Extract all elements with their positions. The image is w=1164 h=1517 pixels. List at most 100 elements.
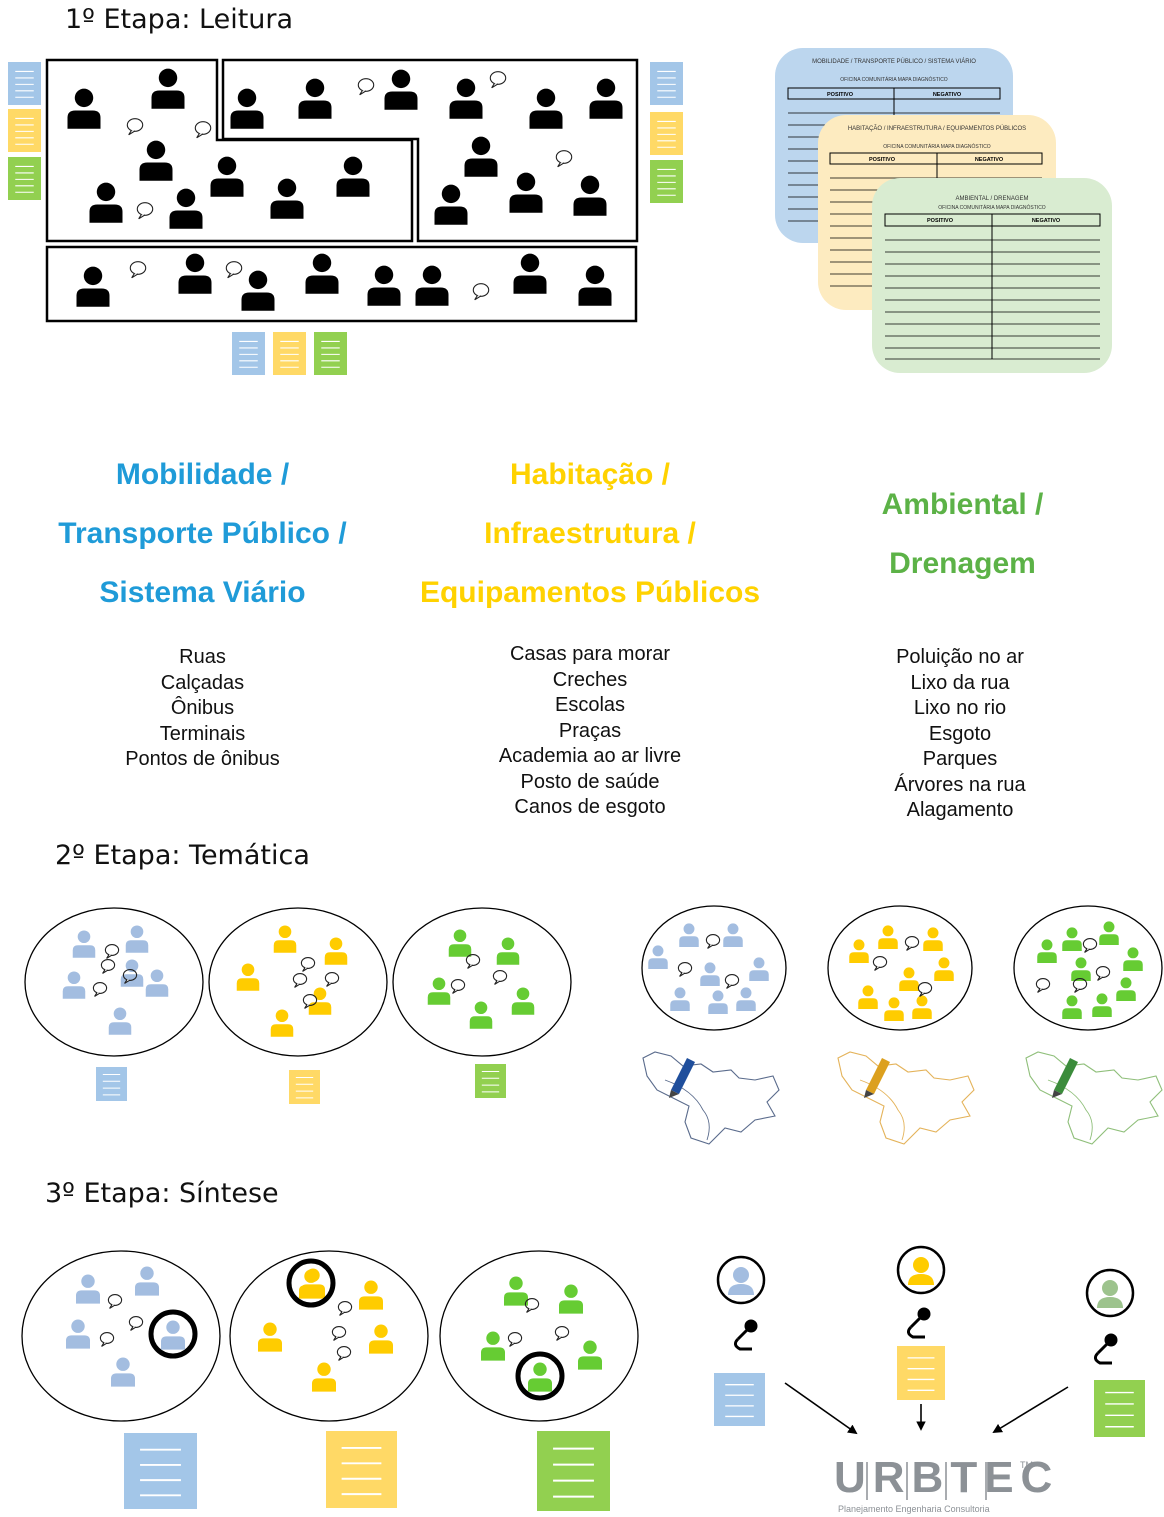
speech-bubble-icon [128, 1316, 144, 1331]
person-icon [270, 1009, 294, 1037]
logo-tagline: Planejamento Engenharia Consultoria [838, 1504, 990, 1514]
person-icon [76, 1274, 100, 1304]
pen-icon [1052, 1058, 1078, 1098]
logo-tm: TM [1020, 1460, 1033, 1470]
person-icon [1062, 995, 1082, 1020]
list-item: Casas para morar [509, 643, 671, 665]
speech-bubble-icon [492, 970, 508, 985]
urbtec-logo: URBTEC TM Planejamento Engenharia Consul… [834, 1453, 1052, 1514]
sticky-note-icon [124, 1433, 197, 1509]
list-item: Pontos de ônibus [125, 748, 280, 770]
person-icon [369, 1324, 393, 1354]
speech-bubble-icon [872, 956, 888, 971]
theme-title-line: Mobilidade / [115, 458, 290, 491]
person-icon [66, 1319, 90, 1349]
form-subtitle: OFICINA COMUNITÁRIA MAPA DIAGNÓSTICO [883, 143, 991, 150]
speech-bubble-icon [225, 261, 243, 279]
person-icon [849, 939, 869, 964]
person-icon [700, 962, 720, 987]
person-icon [236, 963, 260, 991]
speech-bubble-icon [450, 979, 466, 994]
form-col-negative: NEGATIVO [933, 92, 962, 98]
speech-bubble-icon [489, 71, 507, 89]
list-item: Praças [558, 719, 622, 742]
person-icon [504, 1276, 528, 1306]
person-icon [1116, 977, 1136, 1002]
person-icon [308, 987, 332, 1015]
speech-bubble-icon [292, 973, 308, 988]
list-item: Canos de esgoto [514, 796, 666, 818]
speech-bubble-icon [92, 982, 108, 997]
arrow-icon [992, 1386, 1069, 1433]
sticky-note-icon [8, 109, 41, 152]
list-item: Escolas [554, 694, 626, 716]
speech-bubble-icon [336, 1346, 352, 1361]
list-item: Esgoto [928, 722, 992, 745]
person-icon [481, 1331, 505, 1361]
person-icon [178, 253, 212, 294]
speech-bubble-icon [331, 1326, 347, 1341]
person-icon [708, 990, 728, 1015]
person-icon [415, 265, 449, 306]
person-icon [899, 967, 919, 992]
person-icon [469, 1001, 493, 1029]
theme-title-line: Habitação / [509, 458, 671, 491]
person-icon [573, 175, 607, 216]
person-icon [139, 140, 173, 181]
speech-bubble-icon [465, 954, 481, 969]
list-item: Lixo no rio [913, 697, 1007, 719]
form-col-negative: NEGATIVO [975, 157, 1004, 163]
person-icon [145, 969, 169, 997]
person-icon [434, 184, 468, 225]
speech-bubble-icon [1072, 978, 1088, 993]
person-icon [912, 995, 932, 1020]
sticky-note-icon [650, 160, 683, 203]
speaker-avatar [896, 1245, 946, 1295]
speech-bubble-icon [194, 121, 212, 139]
person-icon [135, 1266, 159, 1296]
person-icon [151, 68, 185, 109]
person-icon [448, 929, 472, 957]
person-icon [125, 925, 149, 953]
sticky-note-icon [537, 1431, 610, 1511]
speech-bubble-icon [1035, 978, 1051, 993]
person-icon [648, 945, 668, 970]
person-icon [111, 1357, 135, 1387]
person-icon [299, 1269, 323, 1299]
person-icon [169, 188, 203, 229]
person-icon [528, 1362, 552, 1392]
person-icon [723, 923, 743, 948]
list-item: Academia ao ar livre [498, 745, 682, 767]
person-icon [1071, 957, 1091, 982]
form-title: AMBIENTAL / DRENAGEM [955, 196, 1028, 202]
speech-bubble-icon [129, 261, 147, 279]
person-icon [359, 1280, 383, 1310]
person-icon [427, 977, 451, 1005]
person-icon [464, 136, 498, 177]
speech-bubble-icon [1095, 966, 1111, 981]
group-circle [208, 907, 388, 1057]
list-item: Árvores na rua [894, 773, 1026, 796]
person-icon [670, 987, 690, 1012]
list-item: Ônibus [170, 697, 235, 719]
highlight-ring [515, 1351, 565, 1401]
form-col-positive: POSITIVO [927, 218, 954, 224]
form-card-ambiental: AMBIENTAL / DRENAGEM OFICINA COMUNITÁRIA… [872, 178, 1112, 373]
microphone-icon [906, 1307, 931, 1339]
list-item: Posto de saúde [520, 770, 660, 793]
stage-3-heading: 3º Etapa: Síntese [45, 1178, 279, 1209]
person-icon [509, 172, 543, 213]
person-icon [72, 930, 96, 958]
person-icon [258, 1322, 282, 1352]
group-circle [24, 907, 204, 1057]
table-outline-bottom [45, 245, 638, 323]
list-item: Ruas [179, 646, 226, 668]
person-icon [511, 987, 535, 1015]
sticky-note-icon [8, 62, 41, 105]
sticky-note-icon [8, 157, 41, 200]
speech-bubble-icon [357, 78, 375, 96]
speech-bubble-icon [100, 959, 116, 974]
list-item: Creches [552, 668, 628, 691]
speech-bubble-icon [337, 1301, 353, 1316]
form-col-positive: POSITIVO [827, 92, 854, 98]
